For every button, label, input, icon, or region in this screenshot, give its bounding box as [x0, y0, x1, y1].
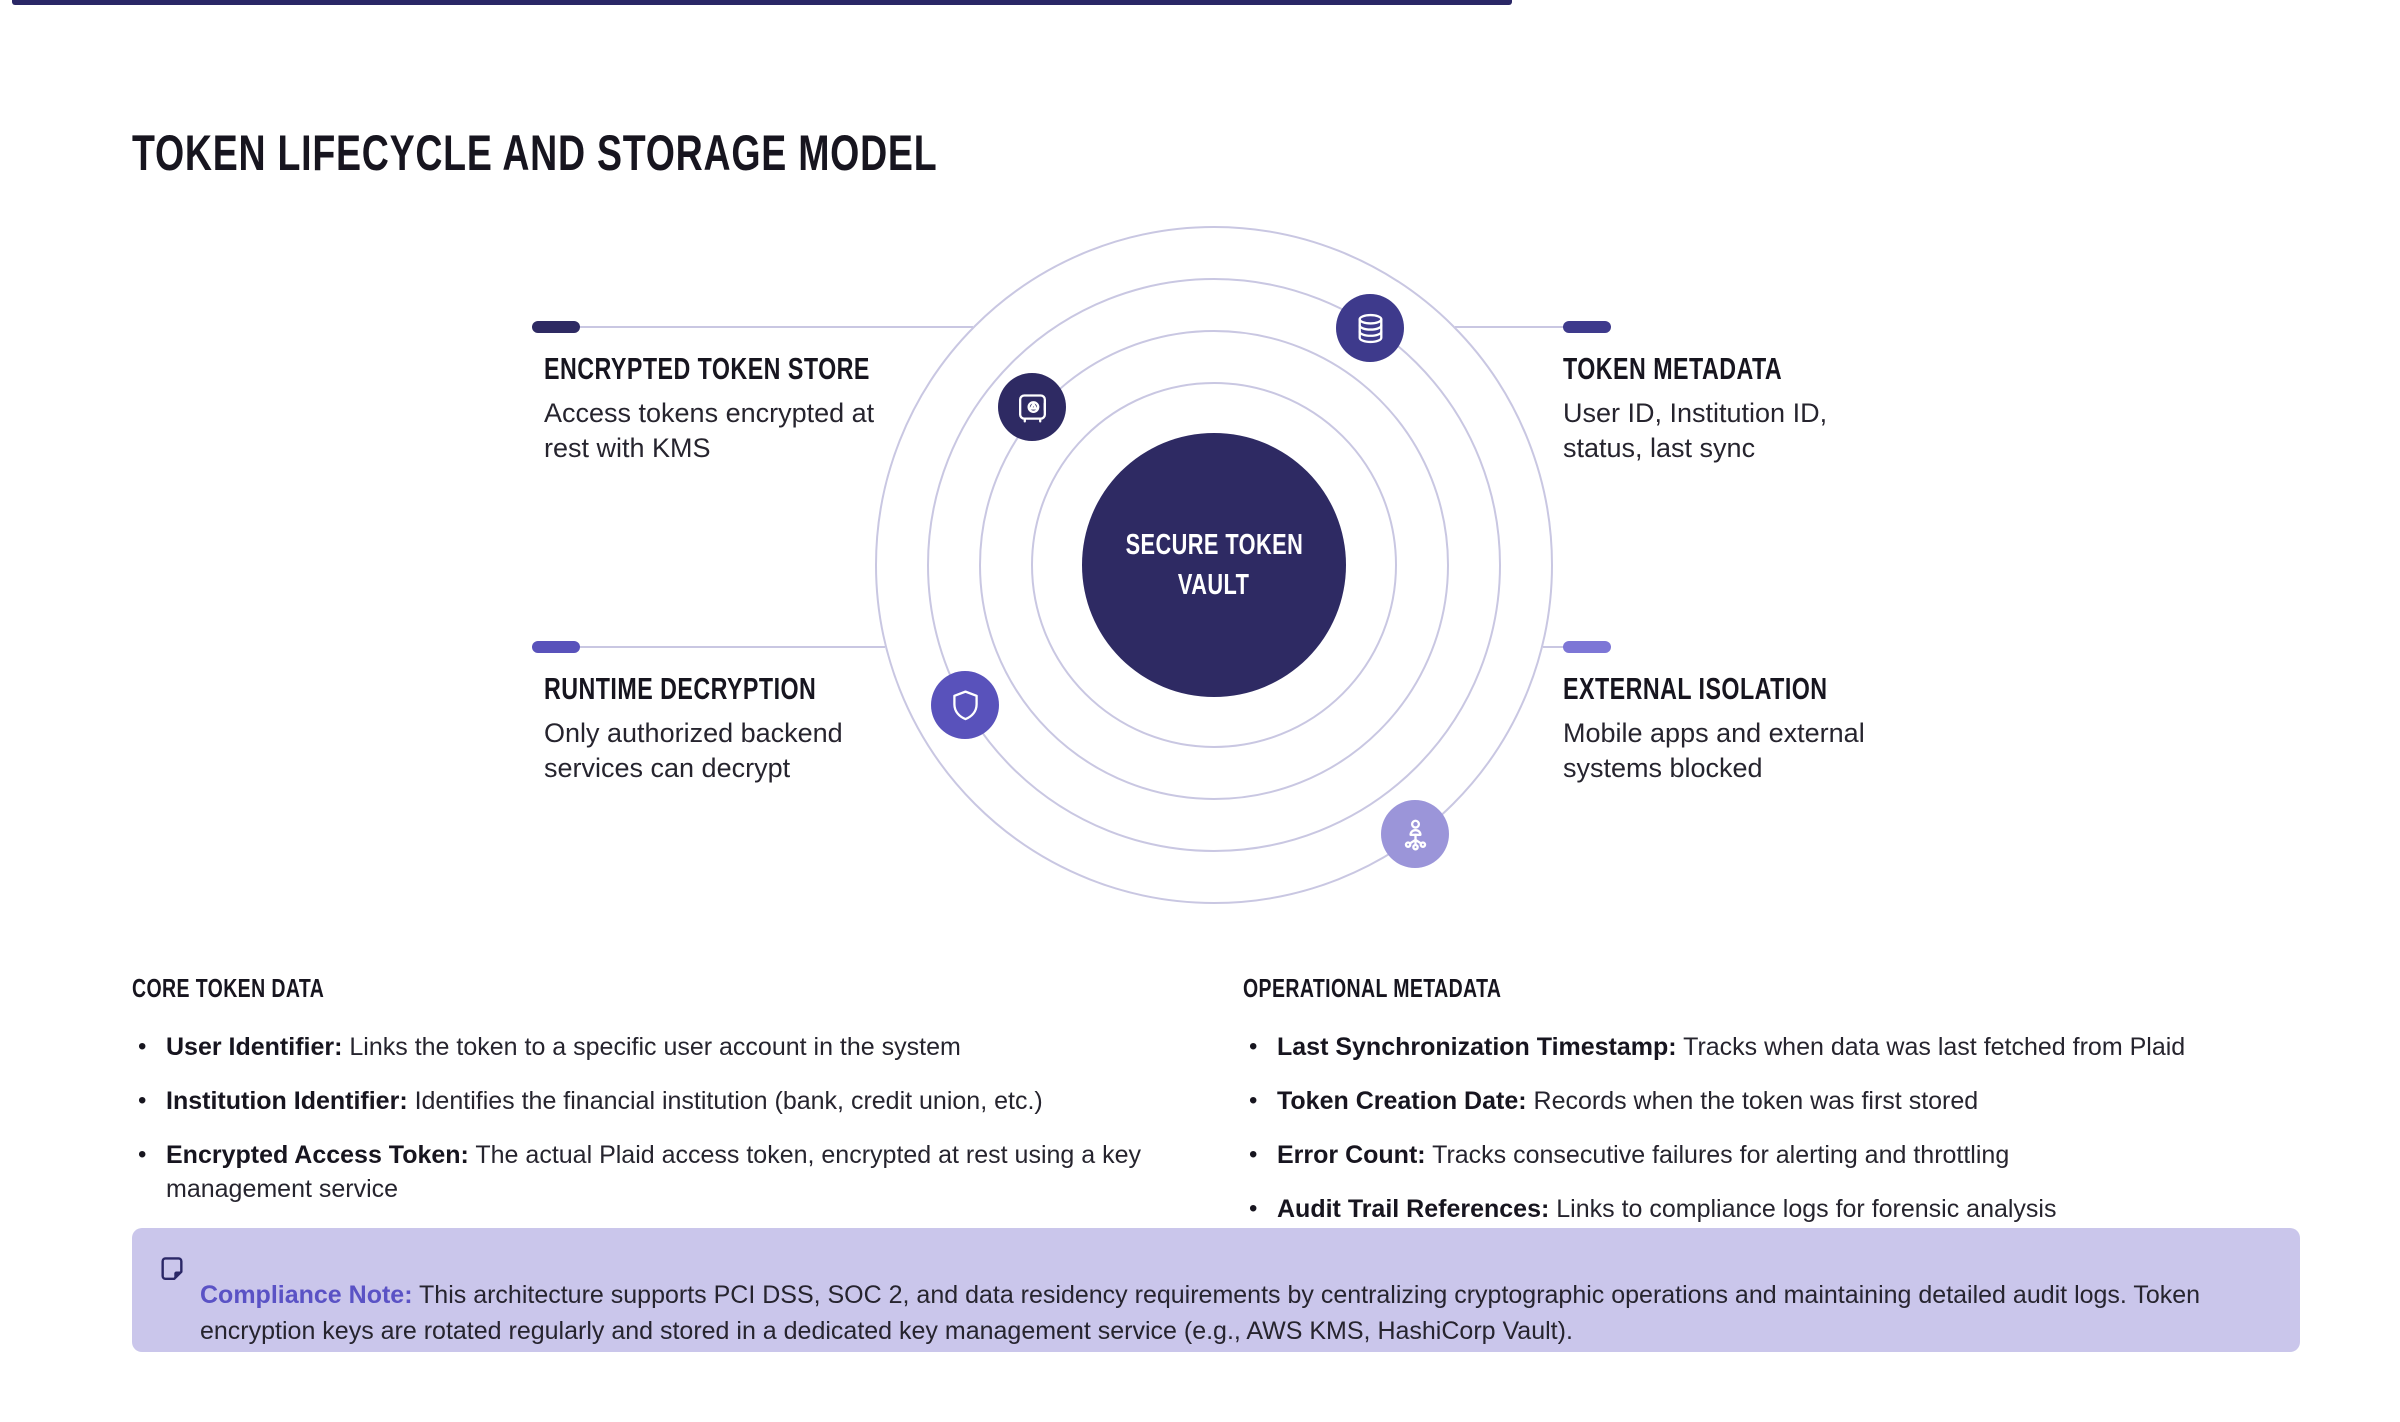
callout-body: Mobile apps and external systems blocked	[1563, 718, 1865, 783]
section-heading-core: CORE TOKEN DATA	[132, 973, 325, 1003]
list-item: Error Count: Tracks consecutive failures…	[1243, 1138, 2363, 1172]
callout-external-isolation: EXTERNAL ISOLATION Mobile apps and exter…	[1563, 670, 1923, 786]
accent-bar-encrypted-token-store	[532, 321, 580, 333]
list-item: Encrypted Access Token: The actual Plaid…	[132, 1138, 1212, 1206]
accent-bar-external-isolation	[1563, 641, 1611, 653]
list-item: Audit Trail References: Links to complia…	[1243, 1192, 2363, 1226]
secure-token-vault-circle: SECURE TOKEN VAULT	[1082, 433, 1346, 697]
callout-title: ENCRYPTED TOKEN STORE	[544, 351, 870, 386]
ring-3	[927, 278, 1501, 852]
list-item: Token Creation Date: Records when the to…	[1243, 1084, 2363, 1118]
operational-metadata-section: OPERATIONAL METADATA Last Synchronizatio…	[1243, 972, 2363, 1246]
accent-bar-runtime-decryption	[532, 641, 580, 653]
vault-label-line2: VAULT	[1178, 569, 1250, 601]
section-heading-operational: OPERATIONAL METADATA	[1243, 973, 1502, 1003]
vault-label-line1: SECURE TOKEN	[1125, 529, 1303, 561]
callout-title: TOKEN METADATA	[1563, 351, 1783, 386]
page-title: TOKEN LIFECYCLE AND STORAGE MODEL	[132, 124, 1206, 181]
person-network-icon	[1381, 800, 1449, 868]
list-item: Last Synchronization Timestamp: Tracks w…	[1243, 1030, 2363, 1064]
callout-body: Only authorized backend services can dec…	[544, 718, 843, 783]
callout-body: Access tokens encrypted at rest with KMS	[544, 398, 875, 463]
compliance-note-label: Compliance Note:	[200, 1281, 413, 1309]
callout-body: User ID, Institution ID, status, last sy…	[1563, 398, 1828, 463]
connector-line-external-isolation	[1543, 646, 1565, 648]
callout-token-metadata: TOKEN METADATA User ID, Institution ID, …	[1563, 350, 1923, 466]
connector-line-runtime-decryption	[580, 646, 885, 648]
callout-title: EXTERNAL ISOLATION	[1563, 671, 1828, 706]
note-icon	[156, 1254, 188, 1286]
accent-bar-token-metadata	[1563, 321, 1611, 333]
ring-2	[979, 330, 1449, 800]
callout-runtime-decryption: RUNTIME DECRYPTION Only authorized backe…	[544, 670, 904, 786]
page-title-text: TOKEN LIFECYCLE AND STORAGE MODEL	[132, 124, 938, 181]
callout-encrypted-token-store: ENCRYPTED TOKEN STORE Access tokens encr…	[544, 350, 904, 466]
compliance-note-box: Compliance Note: This architecture suppo…	[132, 1228, 2300, 1352]
inner-ring-1	[1031, 382, 1397, 748]
list-item: User Identifier: Links the token to a sp…	[132, 1030, 1212, 1064]
list-item: Institution Identifier: Identifies the f…	[132, 1084, 1212, 1118]
compliance-note-text: Compliance Note: This architecture suppo…	[200, 1281, 2201, 1345]
connector-line-encrypted-token-store	[580, 326, 973, 328]
database-icon	[1336, 294, 1404, 362]
vault-safe-icon	[998, 373, 1066, 441]
top-accent-rule	[12, 0, 1512, 5]
shield-icon	[931, 671, 999, 739]
callout-title: RUNTIME DECRYPTION	[544, 671, 817, 706]
core-token-data-section: CORE TOKEN DATA User Identifier: Links t…	[132, 972, 1212, 1226]
outer-ring-4	[875, 226, 1553, 904]
connector-line-token-metadata	[1455, 326, 1565, 328]
